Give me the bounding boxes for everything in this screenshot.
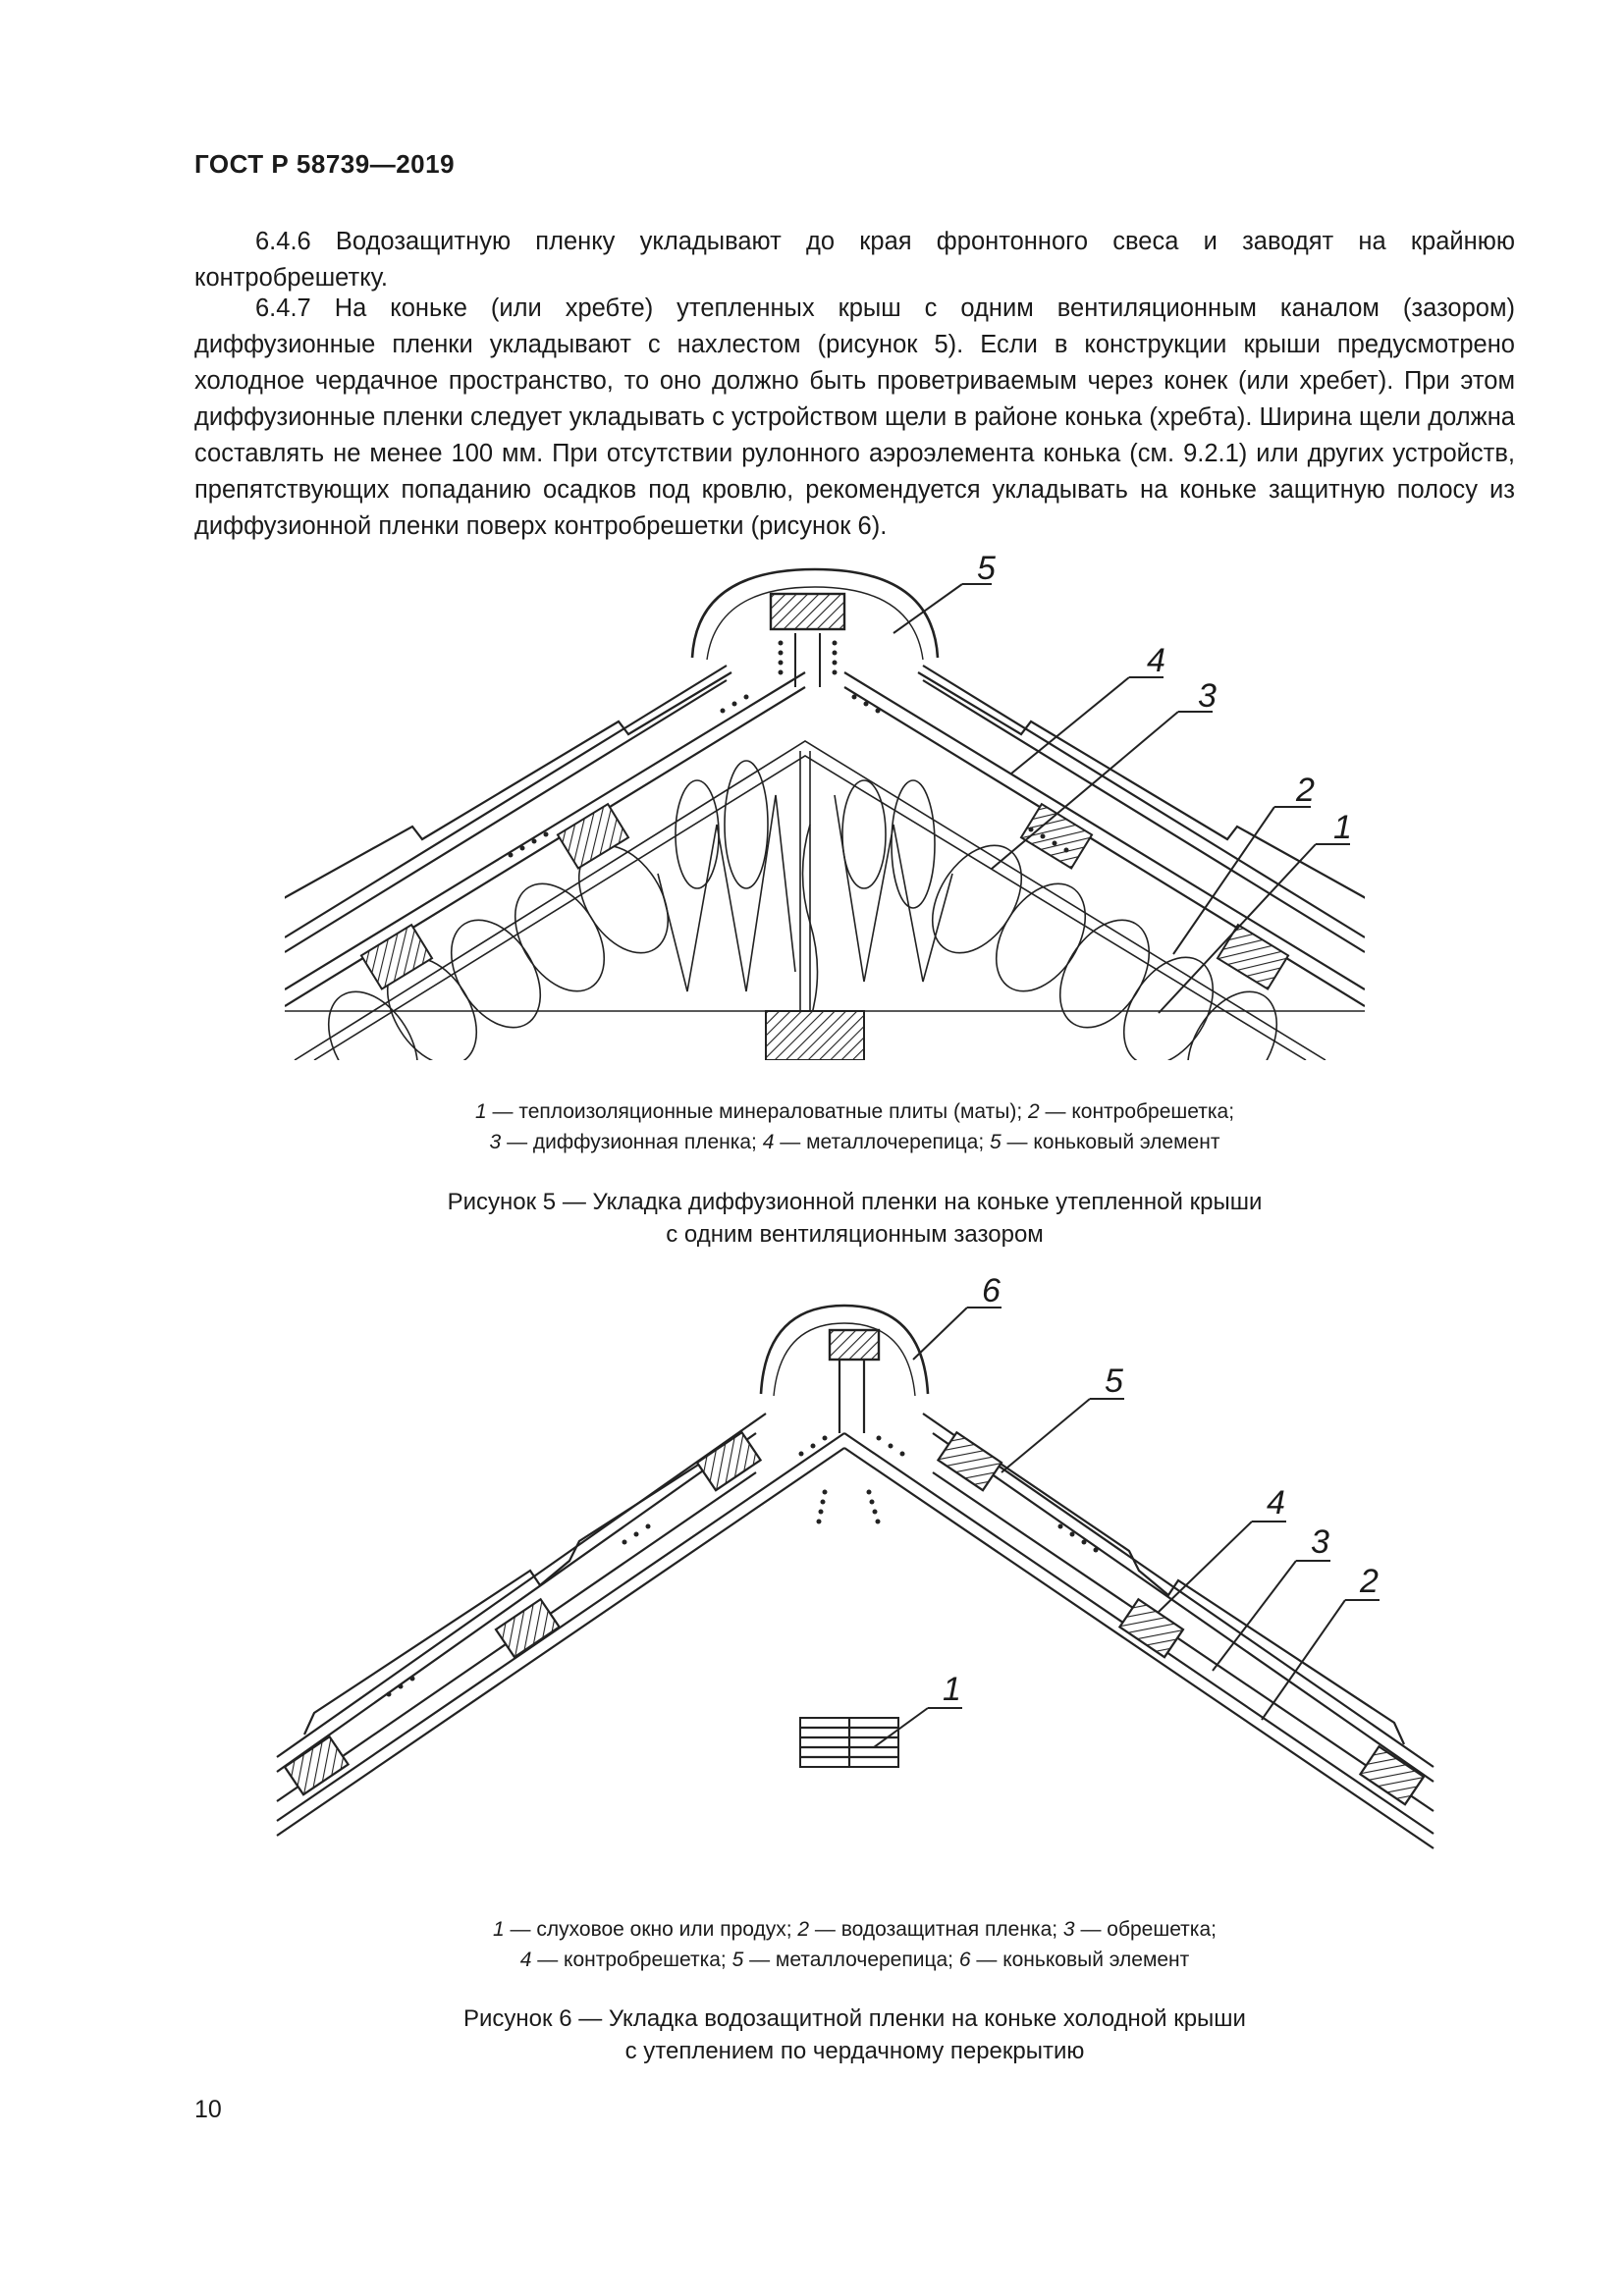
callout-3: 3 <box>1198 677 1217 715</box>
figure-6-legend: 1 — слуховое окно или продух; 2 — водоза… <box>194 1914 1515 1975</box>
figure-5-legend-line-1: 1 — теплоизоляционные минераловатные пли… <box>194 1096 1515 1127</box>
paragraph-6-4-6: 6.4.6 Водозащитную пленку укладывают до … <box>194 224 1515 296</box>
callout-3: 3 <box>1311 1523 1329 1561</box>
callout-2: 2 <box>1359 1563 1379 1600</box>
figure-6-title: Рисунок 6 — Укладка водозащитной пленки … <box>194 2002 1515 2067</box>
legend-text: — обрешетка; <box>1074 1918 1217 1941</box>
legend-text: — коньковый элемент <box>970 1949 1190 1971</box>
document-header: ГОСТ Р 58739—2019 <box>194 149 456 179</box>
paragraph-6-4-6-text: 6.4.6 Водозащитную пленку укладывают до … <box>194 228 1515 292</box>
figure-5-title-line-2: с одним вентиляционным зазором <box>666 1221 1044 1248</box>
figure-6-title-line-1: Рисунок 6 — Укладка водозащитной пленки … <box>463 2005 1246 2032</box>
legend-num: 1 <box>474 1100 487 1123</box>
callout-5: 5 <box>1105 1362 1123 1400</box>
figure-6-drawing: 6 5 4 3 2 1 <box>275 1266 1453 1855</box>
callout-4: 4 <box>1267 1484 1285 1522</box>
legend-text: — контробрешетка; <box>531 1949 732 1971</box>
legend-num: 3 <box>489 1131 502 1153</box>
legend-text: — теплоизоляционные минераловатные плиты… <box>486 1100 1028 1123</box>
legend-num: 2 <box>797 1918 810 1941</box>
figure-6-title-line-2: с утеплением по чердачному перекрытию <box>624 2038 1085 2064</box>
paragraph-6-4-7-text: 6.4.7 На коньке (или хребте) утепленных … <box>194 294 1515 540</box>
legend-num: 6 <box>958 1949 971 1971</box>
figure-5-legend-line-2: 3 — диффузионная пленка; 4 — металлочере… <box>194 1127 1515 1157</box>
figure-6-legend-line-1: 1 — слуховое окно или продух; 2 — водоза… <box>194 1914 1515 1945</box>
legend-num: 4 <box>519 1949 532 1971</box>
figure-6-legend-line-2: 4 — контробрешетка; 5 — металлочерепица;… <box>194 1945 1515 1975</box>
legend-num: 1 <box>493 1918 505 1941</box>
legend-num: 5 <box>731 1949 744 1971</box>
legend-text: — металлочерепица; <box>774 1131 990 1153</box>
figure-5-title-line-1: Рисунок 5 — Укладка диффузионной пленки … <box>447 1189 1263 1215</box>
legend-num: 2 <box>1028 1100 1040 1123</box>
callout-4: 4 <box>1147 642 1165 679</box>
legend-num: 5 <box>990 1131 1001 1153</box>
legend-text: — контробрешетка; <box>1039 1100 1235 1123</box>
callout-6: 6 <box>982 1272 1001 1309</box>
legend-text: — диффузионная пленка; <box>501 1131 763 1153</box>
figure-5-drawing: 5 4 3 2 1 <box>285 550 1365 1070</box>
figure-5-legend: 1 — теплоизоляционные минераловатные пли… <box>194 1096 1515 1157</box>
callout-1: 1 <box>1333 809 1352 846</box>
callout-1: 1 <box>943 1671 961 1708</box>
legend-text: — водозащитная пленка; <box>809 1918 1063 1941</box>
callout-2: 2 <box>1295 772 1315 809</box>
callout-5: 5 <box>977 550 996 587</box>
legend-text: — металлочерепица; <box>743 1949 959 1971</box>
legend-num: 3 <box>1062 1918 1075 1941</box>
legend-text: — слуховое окно или продух; <box>504 1918 798 1941</box>
legend-text: — коньковый элемент <box>1001 1131 1220 1153</box>
paragraph-6-4-7: 6.4.7 На коньке (или хребте) утепленных … <box>194 291 1515 545</box>
page-number: 10 <box>194 2096 222 2123</box>
legend-num: 4 <box>762 1131 775 1153</box>
figure-5-title: Рисунок 5 — Укладка диффузионной пленки … <box>194 1186 1515 1251</box>
